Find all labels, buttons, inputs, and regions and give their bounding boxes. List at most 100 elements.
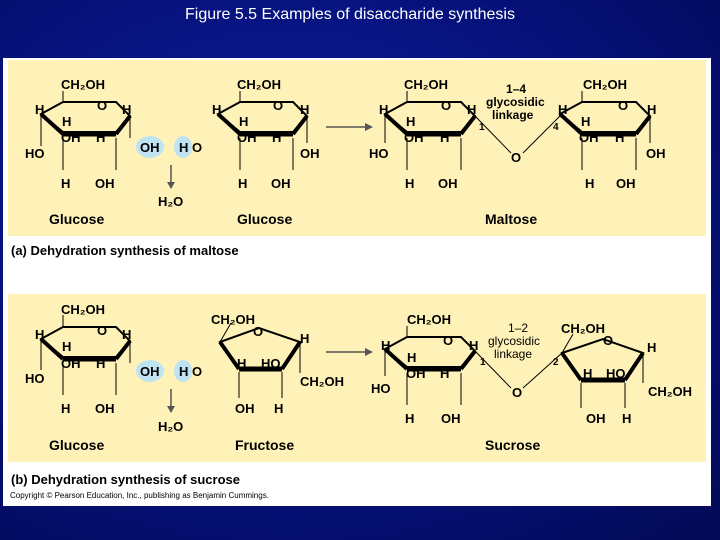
glucose-3-ring-bold	[39, 337, 65, 361]
glucose-name-label: Glucose	[237, 211, 292, 227]
oh-label: OH	[646, 146, 666, 161]
ring-o-label: O	[97, 323, 107, 338]
h-label: H	[469, 338, 478, 353]
fructose-ring-bold	[280, 340, 302, 371]
h-label: H	[35, 327, 44, 342]
reactive-h-label: H	[179, 140, 188, 155]
oh-label: OH	[237, 130, 257, 145]
maltose-name-label: Maltose	[485, 211, 537, 227]
h-label: H	[61, 176, 70, 191]
h-label: H	[62, 339, 71, 354]
maltose-ring-bold	[383, 112, 409, 136]
reactive-h-highlight	[174, 136, 192, 158]
h-label: H	[581, 114, 590, 129]
reactive-o-label: O	[192, 140, 202, 155]
water-label: H₂O	[158, 419, 183, 434]
h-label: H	[379, 102, 388, 117]
glucose-3-ring-bold	[114, 339, 132, 361]
sucrose-ring-bold	[560, 351, 583, 382]
h-label: H	[62, 114, 71, 129]
water-arrowhead	[167, 406, 175, 413]
ring-o-label: O	[441, 98, 451, 113]
glycosidic-bond	[522, 352, 563, 389]
bond-line2-label: linkage	[492, 108, 534, 122]
reactive-oh-label: OH	[140, 140, 160, 155]
reactive-h-highlight	[174, 360, 192, 382]
h-label: H	[300, 331, 309, 346]
h-label: H	[274, 401, 283, 416]
oh-label: OH	[579, 130, 599, 145]
ho-label: HO	[369, 146, 389, 161]
maltose-ring-bold	[558, 112, 584, 136]
ring-o-label: O	[443, 333, 453, 348]
h-label: H	[440, 366, 449, 381]
fructose-ring-bold	[218, 340, 241, 371]
maltose-ring-bold	[634, 114, 652, 136]
bond-line	[219, 322, 232, 343]
figure-svg: CH₂OH O H H H OH H HO H OH OH H O H₂O CH…	[8, 60, 706, 487]
oh-label: OH	[95, 401, 115, 416]
carbon-number-label: 1	[479, 122, 485, 133]
glucose-name-label: Glucose	[49, 211, 104, 227]
h-label: H	[61, 401, 70, 416]
ring-o-label: O	[253, 324, 263, 339]
water-arrowhead	[167, 182, 175, 189]
oh-label: OH	[441, 411, 461, 426]
oh-label: OH	[438, 176, 458, 191]
sucrose-ring-bold	[623, 351, 645, 382]
h-label: H	[583, 366, 592, 381]
h-label: H	[237, 356, 246, 371]
ho-label: HO	[606, 366, 626, 381]
h-label: H	[558, 102, 567, 117]
fructose-name-label: Fructose	[235, 437, 294, 453]
bond-title-label: 1–4	[506, 82, 526, 96]
ch2oh-label: CH₂OH	[407, 312, 451, 327]
h-label: H	[238, 176, 247, 191]
reactive-h-label: H	[179, 364, 188, 379]
oh-label: OH	[300, 146, 320, 161]
h-label: H	[35, 102, 44, 117]
ring-o-label: O	[97, 98, 107, 113]
maltose-molecule: CH₂OH O H H H OH H HO H OH O 1 4 1–4 gly…	[369, 77, 666, 191]
ch2oh-label: CH₂OH	[300, 374, 344, 389]
oh-label: OH	[404, 130, 424, 145]
oh-label: OH	[271, 176, 291, 191]
h-label: H	[300, 102, 309, 117]
copyright-notice: Copyright © Pearson Education, Inc., pub…	[10, 491, 269, 500]
h-label: H	[239, 114, 248, 129]
glucose-2-ring-bold	[216, 112, 242, 136]
glucose-name-label: Glucose	[49, 437, 104, 453]
h-label: H	[96, 356, 105, 371]
maltose-ring-bold	[459, 114, 477, 136]
glycosidic-bond	[474, 350, 512, 389]
oh-label: OH	[95, 176, 115, 191]
oh-label: OH	[61, 356, 81, 371]
ch2oh-label: CH₂OH	[237, 77, 281, 92]
h-label: H	[407, 350, 416, 365]
h-label: H	[585, 176, 594, 191]
carbon-number-label: 1	[480, 357, 486, 368]
h-label: H	[122, 327, 131, 342]
ho-label: HO	[261, 356, 281, 371]
panel-a-caption: (a) Dehydration synthesis of maltose	[11, 243, 239, 258]
reactive-oh-highlight	[136, 136, 164, 158]
ch2oh-label: CH₂OH	[61, 77, 105, 92]
ch2oh-label: CH₂OH	[404, 77, 448, 92]
glucose-2-ring-bold	[291, 114, 309, 136]
slide-title: Figure 5.5 Examples of disaccharide synt…	[185, 6, 515, 23]
bond-line1-label: glycosidic	[488, 334, 540, 348]
h-label: H	[440, 130, 449, 145]
glucose-1-molecule: CH₂OH O H H H OH H HO H OH	[25, 77, 132, 191]
h-label: H	[647, 340, 656, 355]
h-label: H	[405, 411, 414, 426]
h-label: H	[647, 102, 656, 117]
reactive-oh-highlight	[136, 360, 164, 382]
sucrose-ring-bold	[459, 349, 477, 371]
reaction-arrowhead	[365, 348, 373, 356]
carbon-number-label: 4	[553, 122, 559, 133]
h-label: H	[622, 411, 631, 426]
h-label: H	[96, 130, 105, 145]
sucrose-name-label: Sucrose	[485, 437, 540, 453]
h-label: H	[406, 114, 415, 129]
ho-label: HO	[371, 381, 391, 396]
